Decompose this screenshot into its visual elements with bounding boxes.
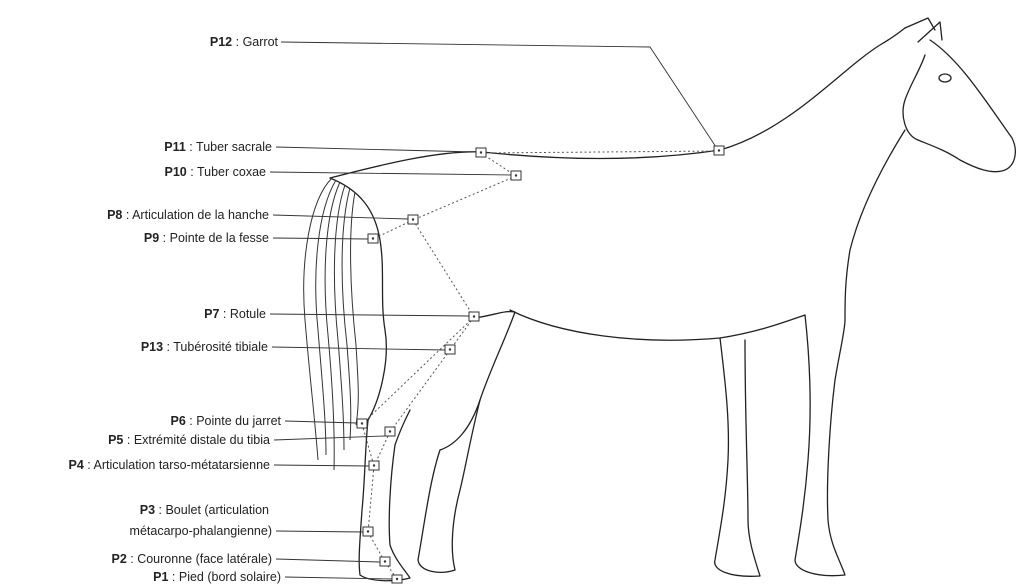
- horse-tail: [304, 178, 359, 470]
- horse-fore-leg-near: [795, 315, 845, 576]
- marker-p13: [445, 345, 455, 354]
- leader-p9: [273, 238, 368, 239]
- marker-p6: [357, 419, 367, 428]
- leader-p5: [274, 436, 385, 440]
- marker-p7: [469, 312, 479, 321]
- marker-p10: [511, 171, 521, 180]
- leader-p13: [272, 347, 445, 350]
- leader-p6: [285, 421, 357, 423]
- label-p5: P5 : Extrémité distale du tibia: [108, 433, 270, 447]
- leader-p12: [281, 42, 718, 150]
- label-p10: P10 : Tuber coxae: [165, 165, 267, 179]
- marker-p3: [363, 527, 373, 536]
- label-p3-line2: métacarpo-phalangienne): [130, 524, 272, 538]
- leader-lines: [270, 42, 718, 579]
- label-p3: P3 : Boulet (articulation: [140, 503, 269, 517]
- horse-jaw: [903, 55, 925, 140]
- marker-p9: [368, 234, 378, 243]
- landmark-labels: P12 : Garrot P11 : Tuber sacrale P10 : T…: [68, 35, 281, 584]
- leader-p8: [273, 215, 408, 219]
- leader-p11: [276, 147, 476, 152]
- label-p13: P13 : Tubérosité tibiale: [141, 340, 268, 354]
- horse-topline: [330, 28, 905, 178]
- label-p6: P6 : Pointe du jarret: [171, 414, 282, 428]
- leader-p7: [270, 314, 469, 316]
- label-p1: P1 : Pied (bord solaire): [153, 570, 281, 584]
- leader-p4: [274, 465, 369, 466]
- marker-p5: [385, 427, 395, 436]
- horse-eye: [939, 74, 951, 82]
- leader-p2: [276, 559, 380, 562]
- horse-hind-leg-far: [418, 400, 480, 572]
- marker-p1: [392, 575, 402, 583]
- leader-p3: [276, 531, 363, 532]
- label-p4: P4 : Articulation tarso-métatarsienne: [68, 458, 270, 472]
- label-p11: P11 : Tuber sacrale: [164, 140, 272, 154]
- marker-p8: [408, 215, 418, 224]
- marker-p11: [476, 148, 486, 157]
- horse-fore-leg-far: [715, 338, 760, 576]
- label-p7: P7 : Rotule: [204, 307, 266, 321]
- marker-p12: [714, 146, 724, 155]
- label-p8: P8 : Articulation de la hanche: [107, 208, 269, 222]
- label-p2: P2 : Couronne (face latérale): [111, 552, 272, 566]
- marker-p2: [380, 557, 390, 566]
- horse-head: [918, 40, 1015, 172]
- horse-outline: [330, 18, 1015, 581]
- label-p9: P9 : Pointe de la fesse: [144, 231, 269, 245]
- leader-p10: [270, 172, 511, 175]
- landmark-markers: [357, 146, 724, 583]
- horse-ears: [905, 18, 942, 42]
- horse-neck-underline: [845, 130, 905, 320]
- leader-p1: [285, 577, 392, 579]
- horse-belly: [510, 310, 805, 340]
- marker-p4: [369, 461, 379, 470]
- label-p12: P12 : Garrot: [210, 35, 279, 49]
- horse-stifle: [440, 312, 515, 450]
